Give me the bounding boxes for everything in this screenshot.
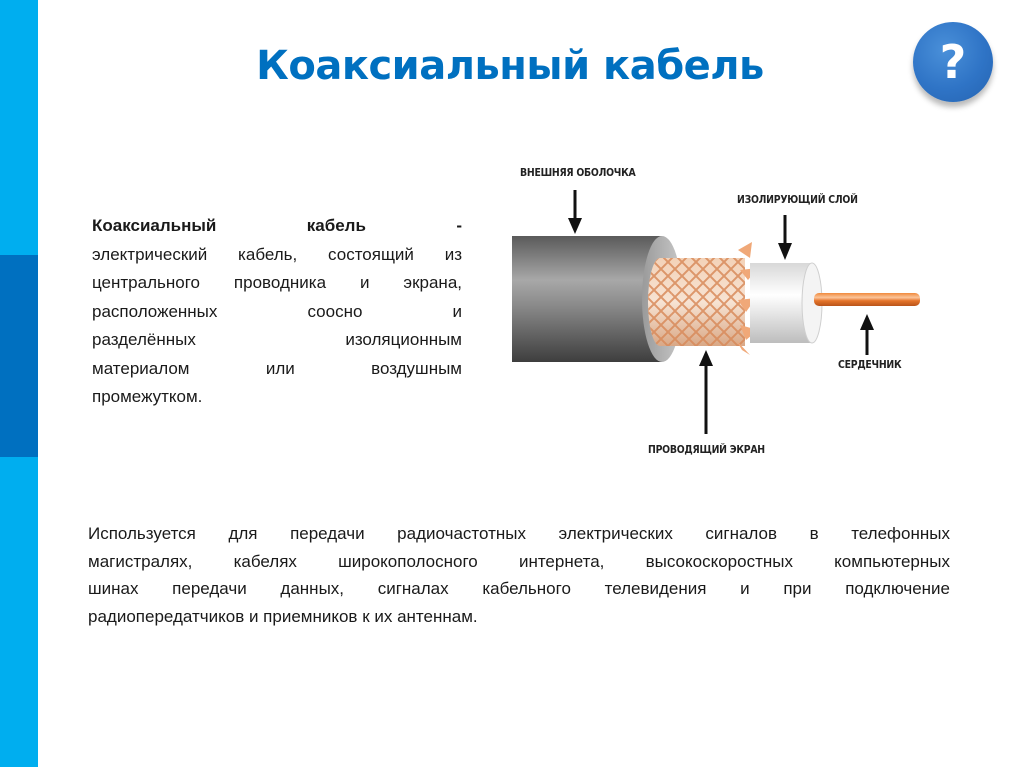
slide-title: Коаксиальный кабель [256, 43, 764, 89]
definition-line: материалом или воздушным [92, 358, 462, 378]
help-button[interactable]: ? [913, 22, 993, 102]
usage-line: Используется для передачи радиочастотных… [88, 524, 950, 543]
label-core: СЕРДЕЧНИК [838, 358, 902, 371]
definition-line: разделённых изоляционным [92, 330, 462, 349]
coaxial-cable-diagram: ВНЕШНЯЯ ОБОЛОЧКА ИЗОЛИРУЮЩИЙ СЛОЙ СЕРДЕЧ… [500, 150, 940, 470]
usage-line: магистралях, кабелях широкополосного инт… [88, 551, 950, 571]
label-insulating-layer: ИЗОЛИРУЮЩИЙ СЛОЙ [737, 193, 858, 206]
definition-term: Коаксиальный кабель - [92, 212, 462, 241]
term-dash: - [456, 216, 462, 235]
definition-text: Коаксиальный кабель - электрический кабе… [92, 212, 462, 412]
sidebar-accent-dark-segment [0, 255, 38, 457]
cable-illustration [512, 190, 920, 434]
usage-line: радиопередатчиков и приемников к их анте… [88, 606, 478, 626]
label-conductive-shield: ПРОВОДЯЩИЙ ЭКРАН [648, 443, 765, 456]
definition-line: электрический кабель, состоящий из [92, 244, 462, 264]
term-word-2: кабель [306, 216, 366, 235]
definition-line: расположенных соосно и [92, 301, 462, 321]
definition-line: центрального проводника и экрана, [92, 273, 462, 292]
label-outer-sheath: ВНЕШНЯЯ ОБОЛОЧКА [520, 166, 636, 179]
term-word-1: Коаксиальный [92, 216, 217, 235]
usage-paragraph: Используется для передачи радиочастотных… [88, 520, 950, 630]
definition-line: промежутком. [92, 387, 203, 406]
usage-line: шинах передачи данных, сигналах кабельно… [88, 579, 950, 598]
question-icon: ? [939, 35, 967, 89]
